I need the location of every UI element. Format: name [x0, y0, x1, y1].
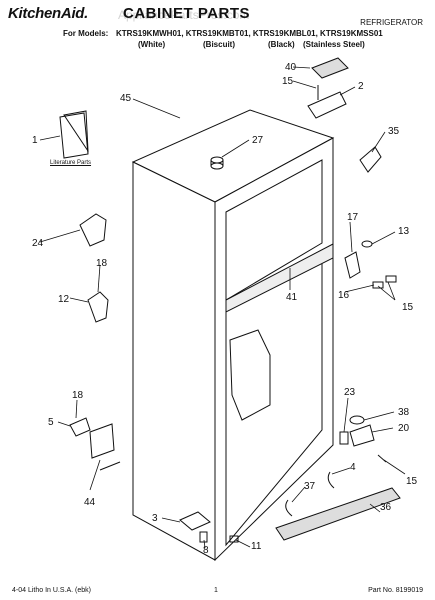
part-12 [87, 291, 109, 323]
models-list: KTRS19KMWH01, KTRS19KMBT01, KTRS19KMBL01… [116, 29, 383, 38]
part-4 [327, 471, 335, 489]
top-hinge-2 [307, 91, 347, 119]
part-5 [69, 417, 91, 437]
callout-2: 2 [358, 81, 364, 92]
brand-logo: KitchenAid. [8, 5, 89, 22]
callout-8: 8 [203, 545, 209, 556]
callout-13: 13 [398, 226, 410, 237]
screw-16 [372, 281, 384, 289]
freezer-opening [225, 159, 323, 301]
callout-11: 11 [251, 541, 262, 552]
cabinet-side [132, 161, 216, 561]
washer-13 [361, 240, 373, 248]
cabinet-front [214, 137, 334, 562]
color-white: (White) [138, 40, 166, 49]
literature-booklet-1 [59, 112, 89, 159]
callout-35: 35 [388, 126, 400, 137]
callout-38: 38 [398, 407, 410, 418]
callout-4: 4 [350, 462, 356, 473]
callout-40: 40 [285, 62, 297, 73]
callout-45: 45 [120, 93, 132, 104]
callout-36: 36 [380, 502, 392, 513]
callout-41: 41 [286, 292, 298, 303]
color-stainless: (Stainless Steel) [303, 40, 365, 49]
part-35 [359, 146, 382, 173]
callout-23: 23 [344, 387, 356, 398]
hinge-20 [349, 424, 375, 447]
callout-37: 37 [304, 481, 316, 492]
callout-15: 15 [402, 302, 414, 313]
bracket-44 [89, 423, 115, 459]
literature-parts-label: Literature Parts [50, 160, 92, 166]
callout-17: 17 [347, 212, 359, 223]
footer-page-number: 1 [214, 587, 218, 594]
callout-16: 16 [338, 290, 350, 301]
callout-15: 15 [406, 476, 418, 487]
page-title: CABINET PARTS [123, 5, 251, 22]
part-24 [79, 213, 107, 247]
screw-11 [229, 535, 239, 543]
callout-18: 18 [72, 390, 84, 401]
washer-38 [349, 415, 365, 425]
callout-5: 5 [48, 417, 54, 428]
inner-liner [229, 329, 271, 421]
models-prefix: For Models: [63, 29, 109, 38]
part-37 [285, 499, 293, 517]
callout-24: 24 [32, 238, 44, 249]
callout-15: 15 [282, 76, 294, 87]
watermark: AppliancePartsPros.com [118, 8, 250, 22]
callout-1: 1 [32, 135, 38, 146]
footer-part-number: Part No. 8199019 [368, 587, 423, 594]
callout-27: 27 [252, 135, 264, 146]
callout-44: 44 [84, 497, 96, 508]
category-label: REFRIGERATOR [360, 18, 423, 27]
bottom-hinge-3 [179, 511, 211, 531]
footer-litho: 4-04 Litho In U.S.A. (ebk) [12, 587, 91, 594]
callout-3: 3 [152, 513, 158, 524]
callout-12: 12 [58, 294, 70, 305]
color-biscuit: (Biscuit) [203, 40, 235, 49]
hinge-pin-27 [210, 156, 224, 164]
toe-grille-36 [275, 487, 401, 541]
color-black: (Black) [268, 40, 295, 49]
callout-20: 20 [398, 423, 410, 434]
part-17 [344, 251, 361, 279]
screw-8 [199, 531, 208, 543]
hinge-cap-40 [311, 57, 349, 79]
part-23 [339, 431, 349, 445]
callout-18: 18 [96, 258, 108, 269]
